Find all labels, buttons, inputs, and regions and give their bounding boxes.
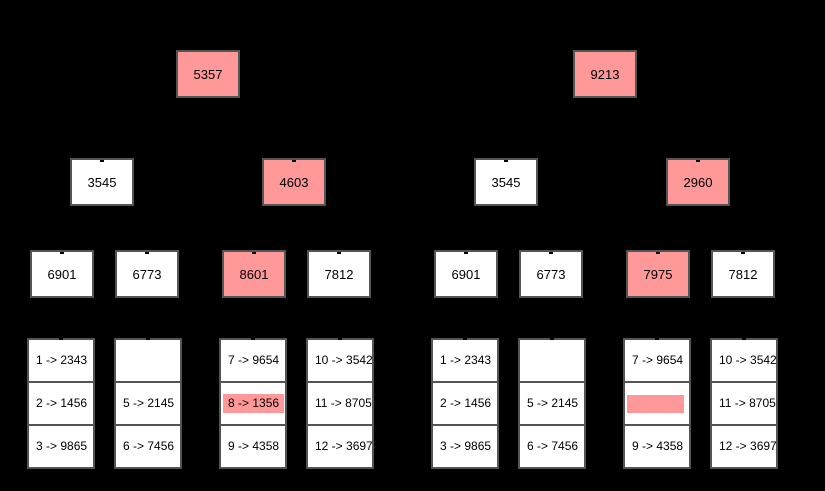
leaf-list-0: 1 -> 2343 2 -> 1456 3 -> 9865 xyxy=(27,338,95,469)
highlighted-entry xyxy=(627,394,684,413)
entry-text: 12 -> 3697 xyxy=(719,439,777,453)
node-root: 9213 xyxy=(573,50,637,98)
list-cell: 11 -> 8705 xyxy=(306,381,374,426)
highlighted-entry: 8 -> 1356 xyxy=(223,394,285,413)
node-internal-0: 3545 xyxy=(474,158,538,206)
list-cell: 3 -> 9865 xyxy=(431,424,499,469)
list-cell: 7 -> 9654 xyxy=(219,338,287,383)
node-label: 7812 xyxy=(324,266,354,282)
list-cell: 1 -> 2343 xyxy=(431,338,499,383)
node-internal-1: 2960 xyxy=(666,158,730,206)
node-label: 4603 xyxy=(279,174,309,190)
node-label: 8601 xyxy=(239,266,269,282)
entry-text: 1 -> 2343 xyxy=(440,353,492,367)
entry-text: 11 -> 8705 xyxy=(315,396,372,410)
leaf-list-1: 5 -> 2145 6 -> 7456 xyxy=(114,338,182,469)
entry-text: 11 -> 8705 xyxy=(719,396,776,410)
node-leaf-3: 7812 xyxy=(711,250,775,298)
node-label: 6773 xyxy=(536,266,566,282)
list-cell: 11 -> 8705 xyxy=(710,381,778,426)
entry-text: 5 -> 2145 xyxy=(123,396,175,410)
node-leaf-0: 6901 xyxy=(30,250,94,298)
node-leaf-1: 6773 xyxy=(115,250,179,298)
list-cell: 9 -> 4358 xyxy=(219,424,287,469)
node-label: 3545 xyxy=(87,174,117,190)
leaf-list-1: 5 -> 2145 6 -> 7456 xyxy=(518,338,586,469)
entry-text: 9 -> 4358 xyxy=(228,439,280,453)
node-label: 9213 xyxy=(590,66,620,82)
tree-right: 9213 3545 2960 6901 6773 7975 7812 1 -> 2343 2 -… xyxy=(404,0,784,491)
node-label: 7812 xyxy=(728,266,758,282)
list-cell: 9 -> 4358 xyxy=(623,424,691,469)
entry-text xyxy=(118,359,128,363)
node-leaf-0: 6901 xyxy=(434,250,498,298)
leaf-list-0: 1 -> 2343 2 -> 1456 3 -> 9865 xyxy=(431,338,499,469)
list-cell: 3 -> 9865 xyxy=(27,424,95,469)
node-internal-1: 4603 xyxy=(262,158,326,206)
list-cell: 6 -> 7456 xyxy=(114,424,182,469)
node-label: 6901 xyxy=(47,266,77,282)
entry-text: 10 -> 3542 xyxy=(315,353,373,367)
list-cell: 5 -> 2145 xyxy=(114,381,182,426)
entry-text: 3 -> 9865 xyxy=(36,439,88,453)
entry-text: 6 -> 7456 xyxy=(123,439,175,453)
leaf-list-3: 10 -> 3542 11 -> 8705 12 -> 3697 xyxy=(710,338,778,469)
entry-text xyxy=(522,359,532,363)
node-leaf-2: 8601 xyxy=(222,250,286,298)
entry-text: 5 -> 2145 xyxy=(527,396,579,410)
list-cell: 1 -> 2343 xyxy=(27,338,95,383)
node-label: 6773 xyxy=(132,266,162,282)
entry-text: 12 -> 3697 xyxy=(315,439,373,453)
entry-text: 2 -> 1456 xyxy=(36,396,88,410)
list-cell: 2 -> 1456 xyxy=(27,381,95,426)
node-leaf-1: 6773 xyxy=(519,250,583,298)
node-label: 2960 xyxy=(683,174,713,190)
list-cell xyxy=(114,338,182,383)
entry-text: 1 -> 2343 xyxy=(36,353,88,367)
list-cell: 2 -> 1456 xyxy=(431,381,499,426)
node-label: 5357 xyxy=(193,66,223,82)
list-cell: 12 -> 3697 xyxy=(306,424,374,469)
entry-text: 7 -> 9654 xyxy=(228,353,280,367)
entry-text: 10 -> 3542 xyxy=(719,353,777,367)
entry-text: 9 -> 4358 xyxy=(632,439,684,453)
list-cell: 10 -> 3542 xyxy=(306,338,374,383)
list-cell: 12 -> 3697 xyxy=(710,424,778,469)
node-internal-0: 3545 xyxy=(70,158,134,206)
entry-text: 3 -> 9865 xyxy=(440,439,492,453)
node-label: 3545 xyxy=(491,174,521,190)
node-leaf-2: 7975 xyxy=(626,250,690,298)
node-label: 6901 xyxy=(451,266,481,282)
list-cell: 10 -> 3542 xyxy=(710,338,778,383)
node-leaf-3: 7812 xyxy=(307,250,371,298)
entry-text: 2 -> 1456 xyxy=(440,396,492,410)
entry-text: 6 -> 7456 xyxy=(527,439,579,453)
list-cell: 7 -> 9654 xyxy=(623,338,691,383)
entry-text: 7 -> 9654 xyxy=(632,353,684,367)
list-cell xyxy=(623,381,691,426)
tree-left: 5357 3545 4603 6901 6773 8601 7812 1 -> 2343 2 -… xyxy=(0,0,380,491)
leaf-list-2: 7 -> 9654 9 -> 4358 xyxy=(623,338,691,469)
leaf-list-2: 7 -> 9654 8 -> 1356 9 -> 4358 xyxy=(219,338,287,469)
list-cell: 5 -> 2145 xyxy=(518,381,586,426)
node-root: 5357 xyxy=(176,50,240,98)
list-cell xyxy=(518,338,586,383)
node-label: 7975 xyxy=(643,266,673,282)
leaf-list-3: 10 -> 3542 11 -> 8705 12 -> 3697 xyxy=(306,338,374,469)
list-cell: 6 -> 7456 xyxy=(518,424,586,469)
list-cell: 8 -> 1356 xyxy=(219,381,287,426)
